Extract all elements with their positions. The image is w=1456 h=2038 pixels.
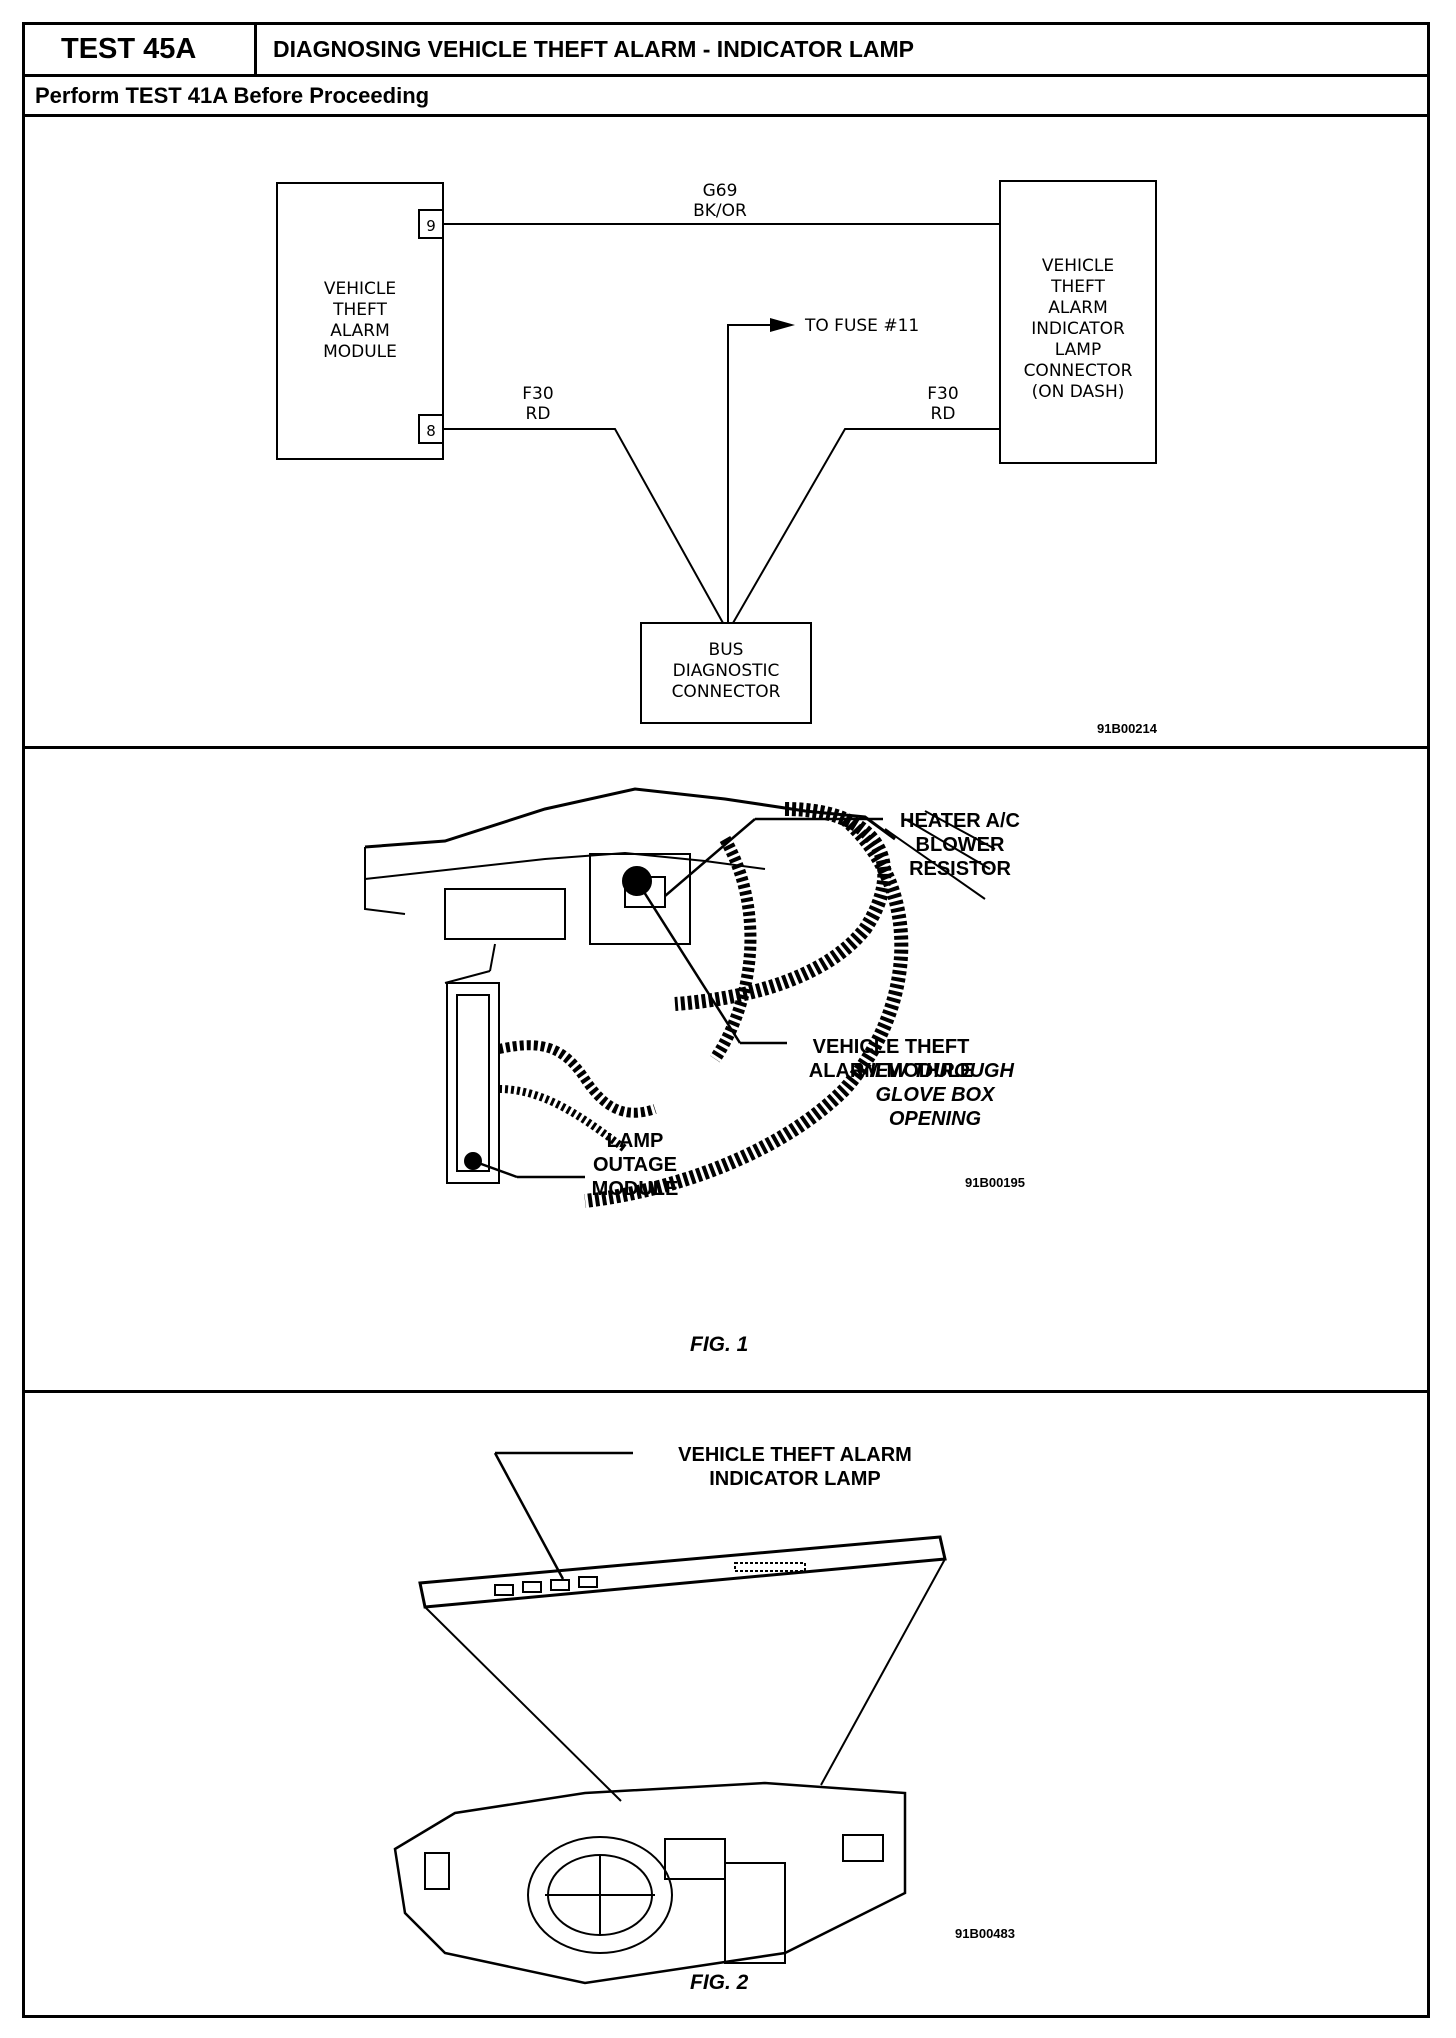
connector-label-line: CONNECTOR bbox=[1024, 361, 1133, 381]
heater-label-line: HEATER A/C bbox=[900, 810, 1020, 832]
module-label-line: THEFT bbox=[332, 300, 387, 320]
connector-label-line: VEHICLE bbox=[1042, 256, 1114, 276]
connector-label-line: (ON DASH) bbox=[1032, 382, 1125, 402]
lamp-label-line: VEHICLE THEFT ALARM bbox=[678, 1444, 912, 1466]
prerequisite-row: Perform TEST 41A Before Proceeding bbox=[25, 77, 1427, 117]
fig2-caption: FIG. 2 bbox=[690, 1971, 749, 1994]
heater-label-line: RESISTOR bbox=[909, 858, 1011, 880]
bus-label-line: DIAGNOSTIC bbox=[673, 661, 780, 681]
fig1-panel: HEATER A/C BLOWER RESISTOR VIEW THROUGH … bbox=[25, 749, 1427, 1393]
module-callout-line: ALARM MODULE bbox=[809, 1060, 973, 1082]
lamp-outage-line: OUTAGE bbox=[593, 1154, 677, 1176]
wire-f30-right bbox=[732, 428, 1000, 624]
pin-8-label: 8 bbox=[426, 422, 436, 440]
view-label-line: VIEW THROUGH bbox=[856, 1060, 1014, 1082]
wire-g69-circuit: G69 bbox=[703, 181, 738, 201]
lamp-leader-line bbox=[493, 1451, 633, 1580]
module-label-line: ALARM bbox=[330, 321, 390, 341]
test-title: DIAGNOSING VEHICLE THEFT ALARM - INDICAT… bbox=[273, 36, 915, 62]
fig2-panel: VEHICLE THEFT ALARM INDICATOR LAMP 91B00… bbox=[25, 1393, 1427, 2015]
lamp-outage-line: LAMP bbox=[607, 1130, 664, 1152]
module-label-line: VEHICLE bbox=[324, 279, 396, 299]
view-label-line: OPENING bbox=[889, 1108, 981, 1130]
schematic-ref-code: 91B00214 bbox=[1097, 721, 1158, 736]
wire-f30-left-color: RD bbox=[526, 404, 551, 424]
fuse-arrow-icon bbox=[770, 318, 795, 332]
fig1-illustration: HEATER A/C BLOWER RESISTOR VIEW THROUGH … bbox=[364, 787, 1025, 1356]
fig1-caption: FIG. 1 bbox=[690, 1333, 748, 1356]
bus-diagnostic-connector-box bbox=[640, 622, 812, 724]
module-label-line: MODULE bbox=[323, 342, 397, 362]
connector-label-line: LAMP bbox=[1055, 340, 1101, 360]
wire-f30-right-color: RD bbox=[931, 404, 956, 424]
fig2-illustration: VEHICLE THEFT ALARM INDICATOR LAMP 91B00… bbox=[393, 1444, 1015, 1994]
fig2-ref-code: 91B00483 bbox=[955, 1926, 1015, 1941]
wire-g69-color: BK/OR bbox=[693, 201, 747, 221]
indicator-lamp-connector-box bbox=[999, 180, 1157, 464]
dash-drawing bbox=[393, 1535, 947, 1985]
module-box bbox=[276, 182, 444, 460]
wire-f30-right-circuit: F30 bbox=[927, 384, 958, 404]
leader-lines bbox=[472, 817, 883, 1179]
fig1-ref-code: 91B00195 bbox=[965, 1175, 1025, 1190]
wire-f30-left bbox=[443, 428, 724, 624]
wire-f30-left-circuit: F30 bbox=[522, 384, 553, 404]
bus-label-line: BUS bbox=[709, 640, 744, 660]
lamp-label-line: INDICATOR LAMP bbox=[709, 1468, 880, 1490]
bus-label-line: CONNECTOR bbox=[672, 682, 781, 702]
pin-9-label: 9 bbox=[426, 217, 436, 235]
connector-label-line: INDICATOR bbox=[1031, 319, 1125, 339]
header-row: TEST 45A DIAGNOSING VEHICLE THEFT ALARM … bbox=[25, 25, 1427, 77]
wire-to-fuse bbox=[727, 324, 770, 623]
schematic-panel: VEHICLE THEFT ALARM MODULE 9 8 G69 BK/OR… bbox=[25, 117, 1427, 749]
connector-label-line: THEFT bbox=[1050, 277, 1105, 297]
test-id: TEST 45A bbox=[25, 25, 257, 74]
wiring-schematic: VEHICLE THEFT ALARM MODULE 9 8 G69 BK/OR… bbox=[276, 180, 1158, 736]
module-callout-line: VEHICLE THEFT bbox=[813, 1036, 970, 1058]
heater-label-line: BLOWER bbox=[916, 834, 1005, 856]
view-label-line: GLOVE BOX bbox=[876, 1084, 997, 1106]
connector-label-line: ALARM bbox=[1048, 298, 1108, 318]
fuse-label: TO FUSE #11 bbox=[804, 316, 919, 336]
lamp-outage-line: MODULE bbox=[592, 1178, 679, 1200]
page-frame: TEST 45A DIAGNOSING VEHICLE THEFT ALARM … bbox=[22, 22, 1430, 2018]
prerequisite-note: Perform TEST 41A Before Proceeding bbox=[35, 83, 430, 108]
harness-drawing bbox=[364, 787, 996, 1208]
